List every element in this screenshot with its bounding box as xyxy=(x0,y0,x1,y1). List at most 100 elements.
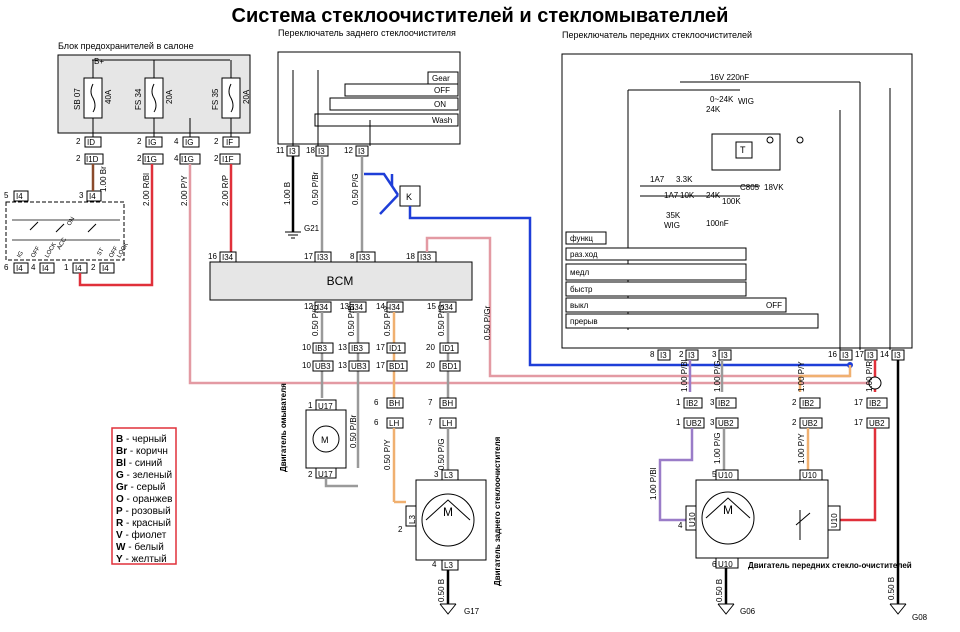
svg-text:2.00 R/Bl: 2.00 R/Bl xyxy=(142,173,151,206)
front-switch-label: Переключатель передних стеклоочистителей xyxy=(562,30,752,40)
bcm-box xyxy=(209,261,473,301)
svg-text:IB2: IB2 xyxy=(718,399,731,408)
wire-red-rbl xyxy=(78,164,154,287)
svg-text:BH: BH xyxy=(442,399,453,408)
svg-text:1.00 P/R: 1.00 P/R xyxy=(865,361,874,392)
svg-text:I1D: I1D xyxy=(86,155,99,164)
svg-text:0.50 P/G: 0.50 P/G xyxy=(437,438,446,470)
svg-text:2.00 R/P: 2.00 R/P xyxy=(221,175,230,206)
svg-text:I33: I33 xyxy=(317,253,329,262)
legend-item: R - красный xyxy=(116,518,171,529)
svg-text:L3: L3 xyxy=(444,561,453,570)
svg-text:18VK: 18VK xyxy=(764,183,784,192)
svg-text:U10: U10 xyxy=(718,560,733,569)
rear-switch-label: Переключатель заднего стеклоочистителя xyxy=(278,28,456,38)
svg-text:I4: I4 xyxy=(102,264,109,273)
svg-text:1A7: 1A7 xyxy=(650,175,665,184)
svg-text:1.00 P/Y: 1.00 P/Y xyxy=(797,361,806,392)
rear-wiper-motor: 3 L3 M L3 2 4 L3 Двигатель заднего стекл… xyxy=(398,436,502,586)
svg-text:I34: I34 xyxy=(222,253,234,262)
svg-text:I3: I3 xyxy=(660,351,667,360)
svg-text:IG: IG xyxy=(17,250,26,259)
svg-text:0.50 P/G: 0.50 P/G xyxy=(437,304,446,336)
svg-text:1.00 P/G: 1.00 P/G xyxy=(713,360,722,392)
svg-text:T: T xyxy=(740,145,746,155)
svg-text:3: 3 xyxy=(79,191,84,200)
svg-text:4: 4 xyxy=(432,560,437,569)
svg-text:OFF: OFF xyxy=(434,86,450,95)
svg-text:13: 13 xyxy=(340,302,349,311)
svg-text:I1G: I1G xyxy=(181,155,194,164)
svg-text:1.00 P/Y: 1.00 P/Y xyxy=(797,433,806,464)
svg-text:I4: I4 xyxy=(16,192,23,201)
connectors-ib3-ub3-id1-bd1: 10 IB3 13 IB3 10 UB3 13 UB3 17 ID1 20 ID… xyxy=(302,342,461,429)
svg-text:4: 4 xyxy=(174,137,179,146)
svg-text:LH: LH xyxy=(389,419,399,428)
svg-text:2: 2 xyxy=(76,154,81,163)
svg-text:3: 3 xyxy=(710,418,715,427)
svg-text:17: 17 xyxy=(376,361,385,370)
svg-text:быстр: быстр xyxy=(570,285,593,294)
svg-text:0.50 P/Br: 0.50 P/Br xyxy=(347,302,356,336)
svg-text:BD1: BD1 xyxy=(389,362,405,371)
svg-text:ID1: ID1 xyxy=(442,344,455,353)
svg-text:M: M xyxy=(443,505,453,519)
front-switch-modes: функц раз.ход медл быстр выкл OFF прерыв xyxy=(565,231,819,329)
svg-text:17: 17 xyxy=(854,418,863,427)
svg-text:IG: IG xyxy=(148,138,156,147)
svg-text:раз.ход: раз.ход xyxy=(570,250,598,259)
svg-text:2: 2 xyxy=(792,418,797,427)
legend-item: Y - желтый xyxy=(116,554,167,565)
svg-text:IG: IG xyxy=(185,138,193,147)
svg-text:0.50 P/Y: 0.50 P/Y xyxy=(383,439,392,470)
svg-text:10: 10 xyxy=(302,343,311,352)
svg-text:IB3: IB3 xyxy=(351,344,364,353)
svg-text:IB2: IB2 xyxy=(802,399,815,408)
svg-text:I1G: I1G xyxy=(144,155,157,164)
svg-text:выкл: выкл xyxy=(570,301,589,310)
svg-text:5: 5 xyxy=(712,470,717,479)
svg-text:Wash: Wash xyxy=(432,116,452,125)
svg-text:17: 17 xyxy=(304,252,313,261)
svg-text:Двигатель заднего стеклоочисти: Двигатель заднего стеклоочистителя xyxy=(493,436,502,586)
svg-text:2: 2 xyxy=(214,154,219,163)
svg-text:18: 18 xyxy=(406,252,415,261)
legend-item: Br - коричн xyxy=(116,446,168,457)
svg-text:BD1: BD1 xyxy=(442,362,458,371)
svg-text:0.50 P/Y: 0.50 P/Y xyxy=(383,305,392,336)
svg-text:I3: I3 xyxy=(721,351,728,360)
wire-pink-py-main xyxy=(188,164,875,385)
svg-text:14: 14 xyxy=(880,350,889,359)
svg-text:IB2: IB2 xyxy=(869,399,882,408)
svg-text:1.00 P/G: 1.00 P/G xyxy=(713,432,722,464)
ground-g08: G08 xyxy=(889,603,928,622)
svg-text:2.00 P/Y: 2.00 P/Y xyxy=(180,175,189,206)
svg-text:6: 6 xyxy=(374,418,379,427)
svg-text:5: 5 xyxy=(4,191,9,200)
front-switch-pins: 8 I3 2 I3 3 I3 16 I3 17 I3 14 I3 xyxy=(650,349,905,361)
svg-text:3: 3 xyxy=(712,350,717,359)
svg-text:13: 13 xyxy=(338,361,347,370)
svg-text:OFF: OFF xyxy=(766,301,782,310)
svg-text:M: M xyxy=(723,503,733,517)
legend-item: B - черный xyxy=(116,434,167,445)
svg-text:16V 220nF: 16V 220nF xyxy=(710,73,749,82)
svg-text:U10: U10 xyxy=(688,512,697,527)
svg-text:U17: U17 xyxy=(318,470,333,479)
svg-text:FS 34: FS 34 xyxy=(134,88,143,110)
svg-text:17: 17 xyxy=(376,343,385,352)
svg-text:100K: 100K xyxy=(722,197,741,206)
svg-text:ON: ON xyxy=(434,100,446,109)
svg-text:17: 17 xyxy=(854,398,863,407)
svg-text:I4: I4 xyxy=(42,264,49,273)
svg-text:Двигатель омывателя: Двигатель омывателя xyxy=(279,383,288,472)
svg-text:1: 1 xyxy=(308,401,313,410)
svg-text:G21: G21 xyxy=(304,224,320,233)
svg-text:медл: медл xyxy=(570,268,589,277)
svg-text:G08: G08 xyxy=(912,613,928,622)
wire-blue-main xyxy=(408,206,850,367)
ground-g21: G21 xyxy=(285,224,320,239)
svg-text:12: 12 xyxy=(304,302,313,311)
bcm-label: BCM xyxy=(327,274,354,288)
